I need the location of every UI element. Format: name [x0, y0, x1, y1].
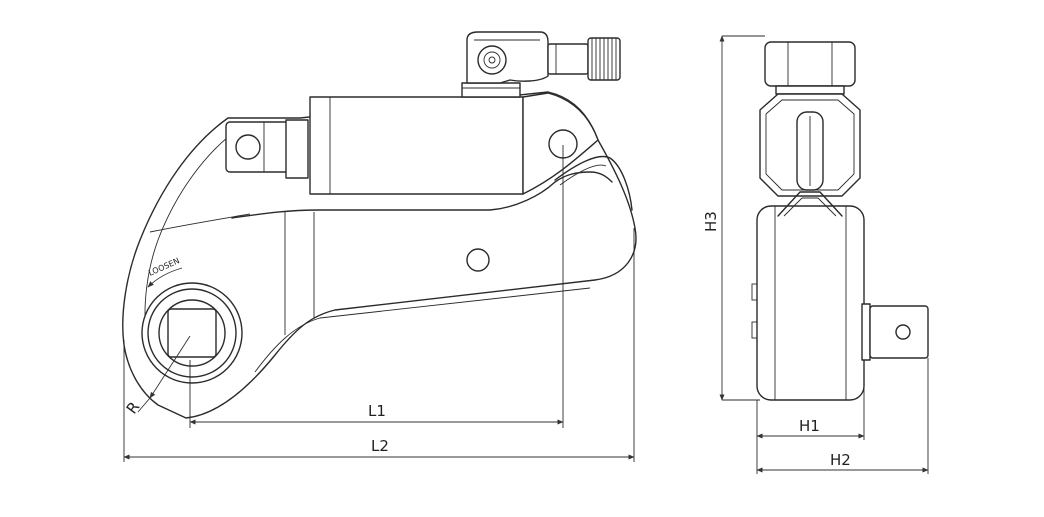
reaction-bolt	[225, 119, 309, 179]
swivel-coupler	[466, 31, 621, 84]
front-view: H3 H1 H2	[702, 35, 929, 474]
h3-label: H3	[702, 211, 720, 232]
l2-label: L2	[371, 437, 389, 455]
front-body	[756, 205, 865, 401]
rear-link-arc-inner	[559, 164, 607, 186]
radius-label: R	[123, 398, 144, 417]
front-chevron	[777, 191, 843, 217]
radius-leader	[149, 335, 191, 399]
hydraulic-cylinder	[309, 96, 524, 195]
square-drive	[167, 308, 217, 358]
center-bolt-hole	[466, 248, 490, 272]
h2-label: H2	[830, 451, 851, 469]
top-hex-nut	[764, 41, 856, 87]
upper-body-edge-inner	[149, 213, 251, 233]
h1-label: H1	[799, 417, 820, 435]
side-plate-contour	[144, 127, 241, 331]
drive-ring	[141, 282, 243, 384]
loosen-arrow	[147, 267, 183, 288]
lower-arm-edge	[254, 287, 591, 373]
rear-link-arc	[554, 155, 633, 211]
upper-body-edge	[231, 171, 613, 219]
l1-label: L1	[368, 402, 386, 420]
side-view: LOOSEN R L1 L2	[122, 31, 637, 462]
cylinder-top-block	[461, 82, 521, 98]
